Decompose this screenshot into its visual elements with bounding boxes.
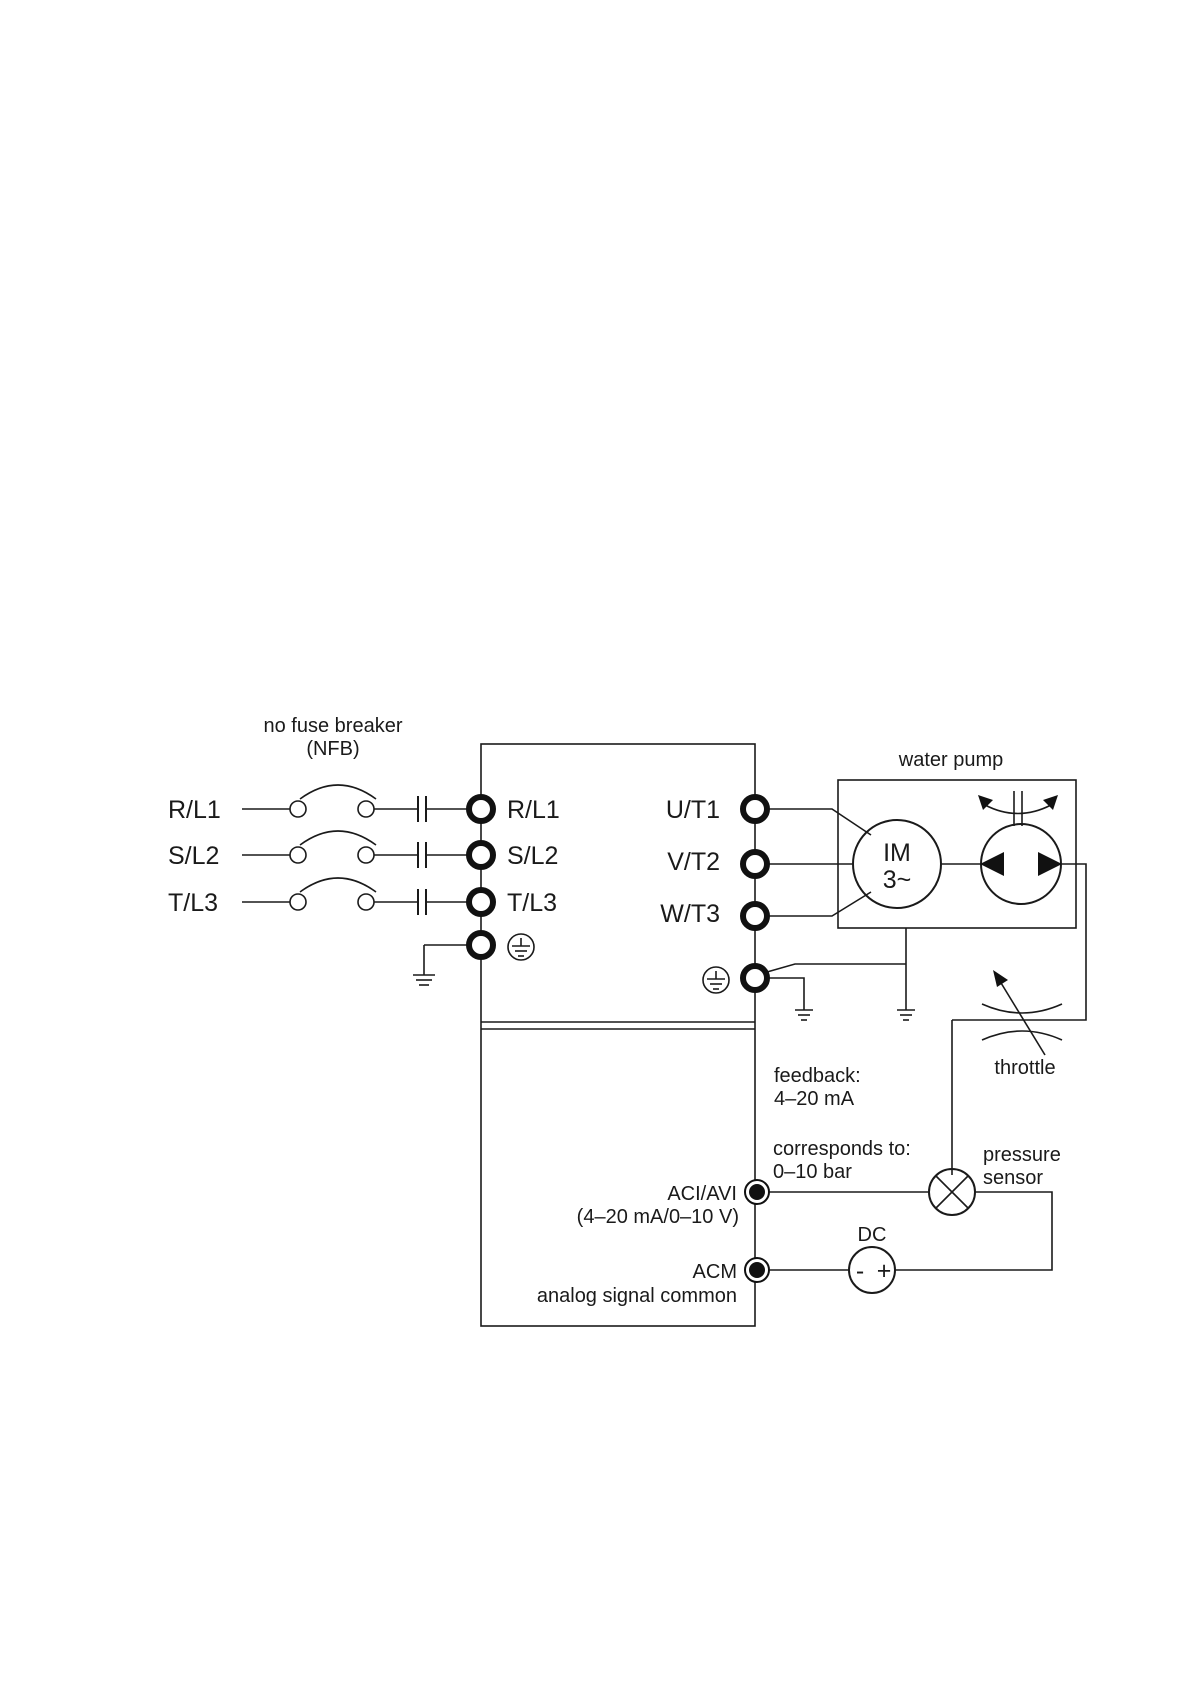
terminal-t[interactable] (469, 890, 493, 914)
protective-earth-icon (703, 967, 729, 993)
throttle-label: throttle (994, 1057, 1055, 1079)
corresponds-label: corresponds to: (773, 1138, 911, 1160)
nfb-abbr: (NFB) (306, 738, 359, 760)
sensor-label-1: pressure (983, 1144, 1061, 1166)
motor-icon: IM 3~ (853, 820, 941, 908)
aci-label: ACI/AVI (667, 1183, 737, 1205)
motor-phase: 3~ (883, 866, 912, 894)
terminal-s[interactable] (469, 843, 493, 867)
dc-label: DC (858, 1224, 887, 1246)
nfb-title: no fuse breaker (264, 715, 403, 737)
terminal-v[interactable] (743, 852, 767, 876)
input-line-r: R/L1 (168, 785, 470, 824)
drive-output-w: W/T3 (660, 900, 720, 928)
corresponds-range: 0–10 bar (773, 1161, 852, 1183)
pump-icon (978, 791, 1062, 904)
pump-discharge-line (952, 864, 1086, 1020)
terminal-output-ground[interactable] (743, 966, 767, 990)
terminal-input-ground[interactable] (469, 933, 493, 957)
drive-output-u: U/T1 (666, 796, 720, 824)
motor-label: IM (883, 839, 911, 867)
input-label-t: T/L3 (168, 889, 218, 917)
sensor-label-2: sensor (983, 1167, 1043, 1189)
dc-source-icon: - + (849, 1247, 895, 1293)
terminal-w[interactable] (743, 904, 767, 928)
drive-input-s: S/L2 (507, 842, 558, 870)
drive-output-v: V/T2 (667, 848, 720, 876)
ground-symbol-icon (795, 1010, 813, 1020)
sensor-supply-wire (895, 1192, 1052, 1270)
aci-range: (4–20 mA/0–10 V) (577, 1206, 739, 1228)
terminal-r[interactable] (469, 797, 493, 821)
drive-input-r: R/L1 (507, 796, 560, 824)
throttle-icon (982, 970, 1062, 1055)
acm-label: ACM (693, 1261, 737, 1283)
input-ground-wire (413, 945, 470, 985)
dc-plus: + (877, 1257, 892, 1285)
pump-title: water pump (898, 749, 1004, 771)
acm-desc: analog signal common (537, 1285, 737, 1307)
dc-minus: - (856, 1257, 864, 1285)
feedback-range: 4–20 mA (774, 1088, 855, 1110)
terminal-aci[interactable] (745, 1180, 769, 1204)
output-ground-wires (767, 928, 915, 1020)
input-label-r: R/L1 (168, 796, 221, 824)
terminal-u[interactable] (743, 797, 767, 821)
input-line-s: S/L2 (168, 831, 470, 870)
input-line-t: T/L3 (168, 878, 470, 917)
terminal-acm[interactable] (745, 1258, 769, 1282)
drive-enclosure (481, 744, 755, 1326)
output-wires (767, 809, 871, 916)
ground-symbol-icon (897, 1010, 915, 1020)
ground-symbol-icon (413, 970, 435, 985)
pressure-sensor-icon (929, 1169, 975, 1215)
drive-input-t: T/L3 (507, 889, 557, 917)
feedback-label: feedback: (774, 1065, 861, 1087)
input-label-s: S/L2 (168, 842, 219, 870)
protective-earth-icon (508, 934, 534, 960)
